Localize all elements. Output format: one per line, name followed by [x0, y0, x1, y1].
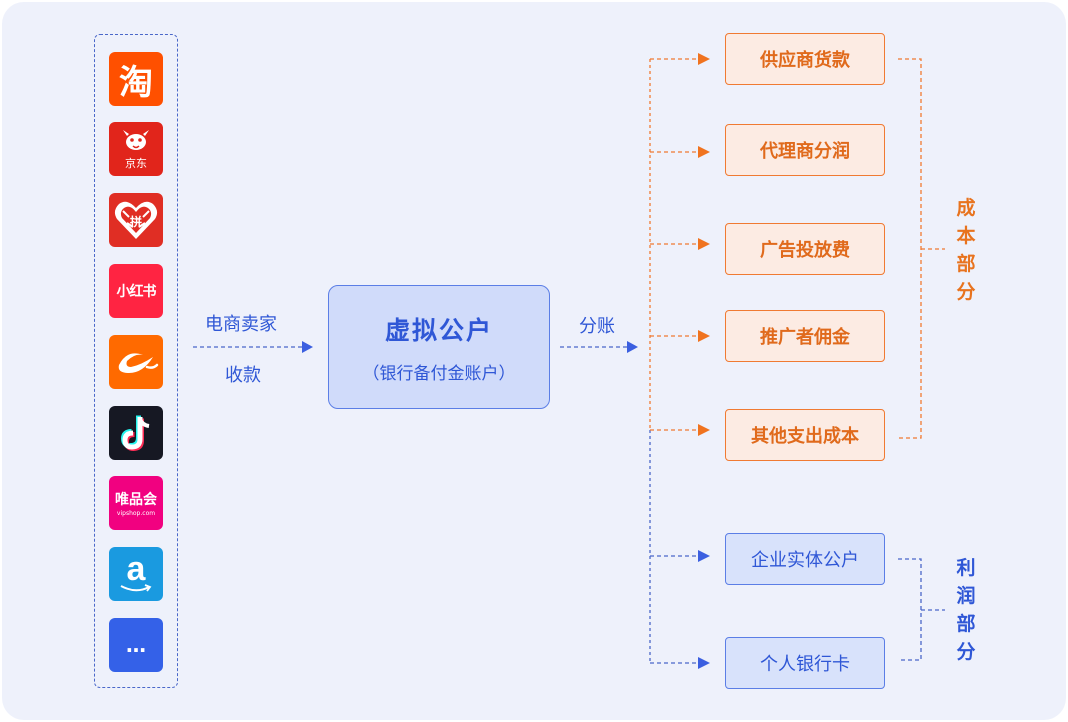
taobao-logo: 淘 [109, 52, 163, 106]
edge-label-seller: 电商卖家 [205, 314, 277, 335]
profit-branches [650, 555, 700, 664]
cost-node-agent: 代理商分润 [725, 124, 885, 176]
cost-branches [650, 58, 700, 431]
virtual-account-title: 虚拟公户 [384, 315, 493, 345]
platform-group [94, 34, 178, 688]
alibaba-smile-icon [118, 353, 159, 373]
virtual-account-node: 虚拟公户 （银行备付金账户） [328, 285, 550, 409]
pinduoduo-logo: 拼 [109, 193, 163, 247]
profit-arrow-heads [698, 550, 710, 669]
cost-arrow-heads [698, 53, 710, 436]
xiaohongshu-logo: 小红书 [109, 264, 163, 318]
profit-node-company: 企业实体公户 [725, 533, 885, 585]
cost-node-promoter: 推广者佣金 [725, 310, 885, 362]
jd-logo: 京东 [109, 122, 163, 176]
edge-label-split: 分账 [579, 316, 615, 337]
cost-node-ads: 广告投放费 [725, 223, 885, 275]
amazon-logo: a [109, 547, 163, 601]
arrow-head-right [627, 341, 638, 353]
vipshop-logo: 唯品会 vipshop.com [109, 476, 163, 530]
profit-node-personal: 个人银行卡 [725, 637, 885, 689]
alibaba-logo [109, 335, 163, 389]
douyin-note-icon [120, 415, 150, 452]
virtual-account-subtitle: （银行备付金账户） [362, 363, 516, 384]
cost-bracket [898, 58, 945, 439]
edge-label-receive: 收款 [225, 365, 261, 386]
pinduoduo-heart-icon [114, 201, 158, 239]
cost-node-supplier: 供应商货款 [725, 33, 885, 85]
cost-group-label: 成 本 部 分 [956, 197, 976, 303]
douyin-logo [109, 406, 163, 460]
jd-dog-icon [123, 129, 149, 150]
amazon-smile-icon [120, 584, 152, 592]
arrow-head-left [302, 341, 313, 353]
profit-group-label: 利 润 部 分 [956, 557, 976, 663]
cost-node-other: 其他支出成本 [725, 409, 885, 461]
profit-bracket [898, 558, 945, 661]
more-logo: … [109, 618, 163, 672]
